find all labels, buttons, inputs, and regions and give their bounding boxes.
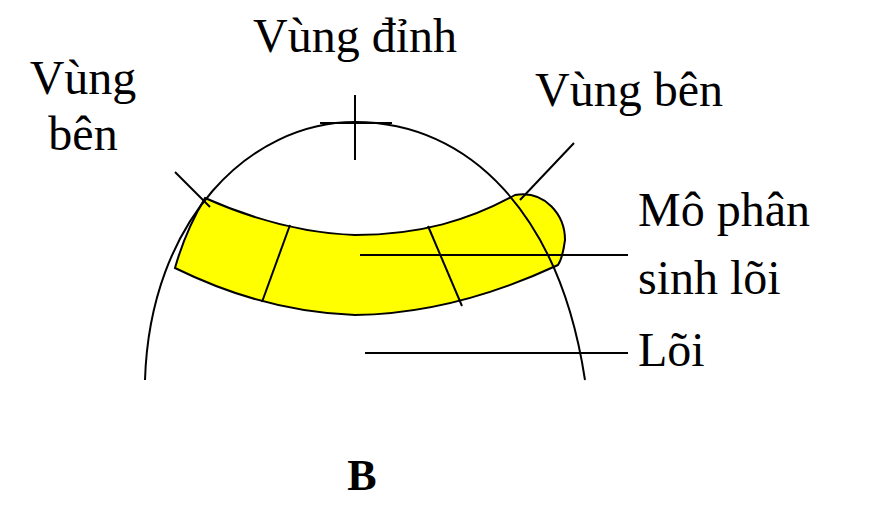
leader-line bbox=[365, 352, 628, 354]
leader-line bbox=[520, 143, 574, 200]
zone-divider bbox=[262, 225, 290, 302]
leader-line bbox=[320, 122, 392, 124]
figure-letter: B bbox=[347, 448, 376, 504]
zone-label: Vùng đỉnh bbox=[253, 8, 457, 64]
shoot-apex-outline bbox=[145, 122, 585, 380]
zone-label: Vùng bên bbox=[535, 62, 723, 118]
tissue-label: Lõi bbox=[638, 322, 705, 378]
tissue-label: Mô phân sinh lõi bbox=[638, 176, 874, 312]
leader-line bbox=[360, 254, 628, 256]
leader-line bbox=[354, 95, 356, 160]
zone-label: Vùng bên bbox=[8, 50, 158, 162]
leader-line bbox=[175, 172, 210, 207]
zone-divider bbox=[428, 226, 462, 306]
